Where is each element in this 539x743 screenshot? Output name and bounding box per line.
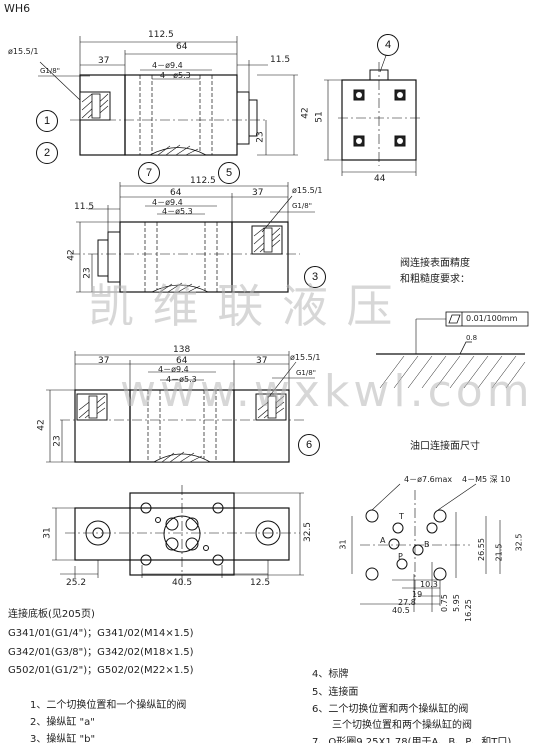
base-dim-40-5: 40.5 xyxy=(172,578,193,588)
v2-port-label: ø15.5/1 xyxy=(292,186,323,195)
v1-dim-64: 64 xyxy=(176,42,188,52)
v1-port-label: ø15.5/1 xyxy=(8,47,39,56)
base-view xyxy=(52,485,304,585)
callout-1: 1 xyxy=(36,110,58,132)
v2-dim-37: 37 xyxy=(252,188,264,198)
port-label-p: P xyxy=(398,552,403,561)
v2-dim-64: 64 xyxy=(170,188,182,198)
legend-item-3: 3、操纵缸 "b" xyxy=(30,734,96,743)
callout-6: 6 xyxy=(298,434,320,456)
v2-holes-b: 4－ø5.3 xyxy=(162,207,193,216)
v1-holes-b: 4－ø5.3 xyxy=(160,71,191,80)
surface-roughness: 0.8 xyxy=(466,334,478,342)
v1-dim-42: 42 xyxy=(300,107,311,119)
port-label-b: B xyxy=(424,540,430,549)
callout-2: 2 xyxy=(36,142,58,164)
pf-dim-21-5: 21.5 xyxy=(494,543,504,562)
port-face-title: 油口连接面尺寸 xyxy=(410,441,480,452)
side-view xyxy=(324,49,420,176)
v2-dim-11-5: 11.5 xyxy=(74,202,95,212)
callout-3: 3 xyxy=(304,266,326,288)
pf-dim-26-55: 26.55 xyxy=(476,538,486,561)
legend-item-1: 1、二个切换位置和一个操纵缸的阀 xyxy=(30,700,187,711)
surface-flatness: 0.01/100mm xyxy=(466,314,518,323)
v1-dim-11-5: 11.5 xyxy=(270,55,291,65)
v3-port-label: ø15.5/1 xyxy=(290,353,321,362)
side-dim-44: 44 xyxy=(374,174,386,184)
callout-4: 4 xyxy=(377,34,399,56)
base-dim-32-5: 32.5 xyxy=(303,521,314,543)
legend-item-4: 4、标牌 xyxy=(312,669,349,680)
port-face-holes-a: 4－ø7.6max xyxy=(404,475,453,484)
v3-thread-label: G1/8" xyxy=(296,369,316,377)
callout-5: 5 xyxy=(218,162,240,184)
surface-spec xyxy=(376,311,529,389)
v3-dim-37a: 37 xyxy=(98,356,110,366)
pf-dim-x1: 19 xyxy=(412,590,423,599)
callout-7: 7 xyxy=(138,162,160,184)
v1-dim-37: 37 xyxy=(98,56,110,66)
pf-dim-y1: 5.95 xyxy=(452,594,461,612)
v2-holes-a: 4－ø9.4 xyxy=(152,198,183,207)
subplate-row-3: G502/01(G1/2")；G502/02(M22×1.5) xyxy=(8,665,194,676)
pf-dim-32-5: 32.5 xyxy=(514,533,524,552)
port-label-a: A xyxy=(380,536,386,545)
v3-dim-total: 138 xyxy=(173,345,191,355)
v3-dim-37b: 37 xyxy=(256,356,268,366)
v3-dim-23: 23 xyxy=(52,435,63,447)
port-face xyxy=(351,483,501,612)
v2-dim-42: 42 xyxy=(66,249,77,261)
v2-thread-label: G1/8" xyxy=(292,202,312,210)
v2-dim-23: 23 xyxy=(82,267,93,279)
v1-holes-a: 4－ø9.4 xyxy=(152,61,183,70)
v1-dim-23: 23 xyxy=(255,131,266,143)
legend-item-5: 5、连接面 xyxy=(312,687,359,698)
surface-title-2: 和粗糙度要求： xyxy=(400,274,470,285)
v2-dim-total: 112.5 xyxy=(190,176,216,186)
legend-item-6b: 三个切换位置和两个操纵缸的阀 xyxy=(332,720,472,731)
view1-front xyxy=(38,36,298,156)
v1-dim-total: 112.5 xyxy=(148,30,174,40)
pf-dim-x3: 40.5 xyxy=(392,606,410,615)
port-face-holes-b: 4－M5 深 10 xyxy=(462,475,511,484)
pf-dim-x2: 27.8 xyxy=(398,598,416,607)
v3-holes-b: 4－ø5.3 xyxy=(166,375,197,384)
v1-thread-label: G1/8" xyxy=(40,67,60,75)
surface-title-1: 阀连接表面精度 xyxy=(400,258,470,269)
view2-front xyxy=(70,182,315,293)
pf-dim-x0: 10.3 xyxy=(420,580,438,589)
pf-dim-31: 31 xyxy=(338,539,348,550)
base-dim-12-5: 12.5 xyxy=(250,578,271,588)
v3-dim-64: 64 xyxy=(176,356,188,366)
page-title: WH6 xyxy=(4,2,31,15)
subplate-row-1: G341/01(G1/4")；G341/02(M14×1.5) xyxy=(8,628,194,639)
v3-holes-a: 4－ø9.4 xyxy=(158,365,189,374)
legend-item-7: 7、O形圈9.25X1.78(用于A、B、P、和T口) xyxy=(312,737,512,743)
pf-dim-y0: 0.75 xyxy=(440,594,449,612)
legend-item-6: 6、二个切换位置和两个操纵缸的阀 xyxy=(312,704,469,715)
port-label-t: T xyxy=(399,512,404,521)
v3-dim-42: 42 xyxy=(36,419,47,431)
base-dim-31: 31 xyxy=(42,527,53,539)
legend-item-2: 2、操纵缸 "a" xyxy=(30,717,95,728)
base-dim-25-2: 25.2 xyxy=(66,578,87,588)
pf-dim-y2: 16.25 xyxy=(464,599,473,622)
subplate-row-2: G342/01(G3/8")；G342/02(M18×1.5) xyxy=(8,647,194,658)
view3-front xyxy=(46,351,315,463)
subplate-heading: 连接底板(见205页) xyxy=(8,609,95,620)
side-dim-51: 51 xyxy=(314,111,325,123)
